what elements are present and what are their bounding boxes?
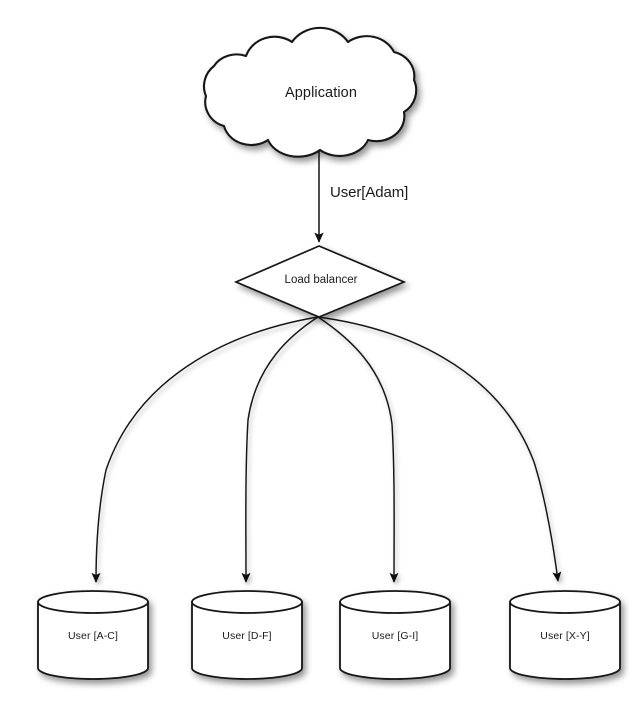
- node-cloud-application[interactable]: [203, 26, 418, 158]
- cylinder-body-2: [339, 601, 451, 680]
- cloud-shape: [203, 26, 418, 158]
- node-cylinder-db-0[interactable]: [37, 590, 149, 680]
- node-cylinder-db-3[interactable]: [509, 590, 621, 680]
- edges-loadbalancer-to-databases[interactable]: [91, 316, 562, 583]
- cylinder-body-1: [191, 601, 303, 680]
- edge-to-db-2: [317, 316, 399, 583]
- cylinder-body-0: [37, 601, 149, 680]
- cylinder-top-0: [37, 590, 149, 614]
- edge-to-db-3: [317, 316, 562, 582]
- node-cylinder-db-1[interactable]: [191, 590, 303, 680]
- cylinder-top-2: [339, 590, 451, 614]
- edge-to-db-0: [91, 316, 319, 583]
- cylinder-top-1: [191, 590, 303, 614]
- edge-to-db-1: [241, 316, 319, 583]
- cylinder-top-3: [509, 590, 621, 614]
- node-cylinder-db-2[interactable]: [339, 590, 451, 680]
- cylinder-body-3: [509, 601, 621, 680]
- node-diamond-loadbalancer[interactable]: [233, 245, 407, 318]
- diamond-shape: [233, 245, 407, 318]
